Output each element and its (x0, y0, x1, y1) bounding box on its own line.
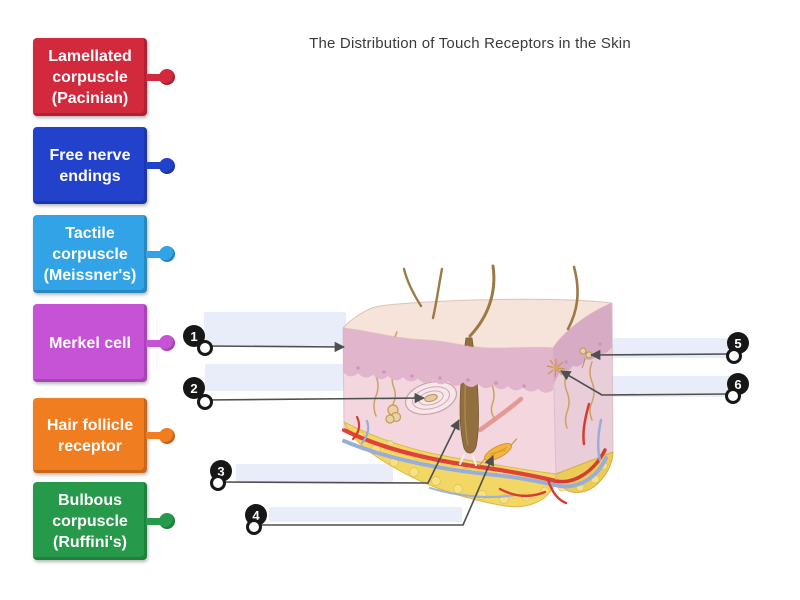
arrector-pili-muscle (477, 396, 524, 433)
marker-4-anchor-dot (246, 519, 262, 535)
label-free-nerve-endings[interactable]: Free nerve endings (33, 127, 175, 204)
label-text: Bulbous corpuscle (Ruffini's) (52, 491, 128, 551)
hypodermis-right (555, 451, 614, 493)
label-text: Tactile corpuscle (Meissner's) (43, 224, 137, 284)
label-bulbous-corpuscle[interactable]: Bulbous corpuscle (Ruffini's) (33, 482, 175, 560)
label-text: Merkel cell (49, 334, 131, 352)
merkel-cell-structure (579, 347, 593, 369)
label-lamellated-corpuscle[interactable]: Lamellated corpuscle (Pacinian) (33, 38, 175, 116)
label-knob (159, 157, 175, 174)
artery-corner-descend (546, 478, 568, 505)
hair-strand (468, 264, 496, 338)
label-stem (146, 517, 161, 525)
connector-line-2 (202, 392, 426, 404)
label-text: Free nerve endings (49, 146, 131, 185)
dermis-front (343, 328, 556, 480)
label-knob (159, 335, 175, 351)
drop-zone-4[interactable] (269, 507, 462, 522)
marker-1-anchor-dot (197, 340, 213, 356)
drop-zone-5[interactable] (607, 338, 731, 358)
epidermis-right (553, 303, 612, 385)
epidermis-papillae (356, 342, 602, 388)
sweat-gland-coil (385, 404, 402, 424)
label-text: Hair follicle receptor (46, 416, 134, 455)
label-stem (146, 339, 161, 347)
marker-5-anchor-dot (726, 348, 742, 364)
nerve-fiber (589, 361, 595, 421)
drop-zone-3[interactable] (236, 464, 393, 482)
vein-bottom (428, 486, 517, 499)
artery-branch-up (582, 402, 591, 446)
connector-line-1 (202, 341, 346, 353)
label-knob (159, 427, 175, 444)
label-knob (159, 69, 175, 85)
drop-zone-6[interactable] (607, 376, 731, 397)
label-knob (159, 246, 175, 262)
label-knob (159, 513, 175, 529)
label-merkel-cell[interactable]: Merkel cell (33, 304, 175, 382)
label-tactile-corpuscle[interactable]: Tactile corpuscle (Meissner's) (33, 215, 175, 293)
nerve-fiber (467, 359, 473, 413)
artery-right (554, 448, 607, 484)
marker-6-anchor-dot (725, 388, 741, 404)
hair-strand (402, 267, 423, 308)
hair-follicle-structure (458, 337, 524, 467)
tactile-corpuscle-structure (350, 335, 377, 374)
page-title: The Distribution of Touch Receptors in t… (309, 35, 631, 52)
vein-branch-left (360, 419, 370, 445)
drop-zone-2[interactable] (205, 364, 343, 391)
free-nerve-ending-fiber (391, 331, 399, 405)
label-hair-follicle-receptor[interactable]: Hair follicle receptor (33, 398, 175, 473)
hair-strand (566, 265, 579, 331)
label-stem (146, 250, 161, 258)
marker-3-anchor-dot (210, 475, 226, 491)
epidermis-front (343, 328, 553, 393)
drop-zone-1[interactable] (204, 312, 346, 346)
free-nerve-ending-star (546, 359, 566, 378)
label-stem (146, 162, 161, 169)
nerve-fiber (564, 371, 570, 429)
vein-branch-right (596, 418, 603, 462)
block-edges (342, 302, 614, 481)
fat-lobules (355, 431, 608, 504)
dermis-right (553, 303, 613, 480)
skin-top-face (341, 298, 613, 349)
artery-bottom-loop (498, 487, 547, 497)
artery-branch-left (351, 415, 361, 441)
lamellated-corpuscle-structure (404, 380, 458, 416)
nerve-fiber (373, 355, 379, 417)
bulbous-corpuscle-structure (478, 438, 518, 466)
hair-strand (431, 267, 444, 320)
label-text: Lamellated corpuscle (Pacinian) (48, 47, 132, 107)
marker-2-anchor-dot (197, 394, 213, 410)
nerve-fiber (489, 364, 496, 420)
label-stem (146, 432, 161, 439)
marker-2-number: 2 (183, 377, 205, 399)
label-stem (146, 73, 161, 81)
